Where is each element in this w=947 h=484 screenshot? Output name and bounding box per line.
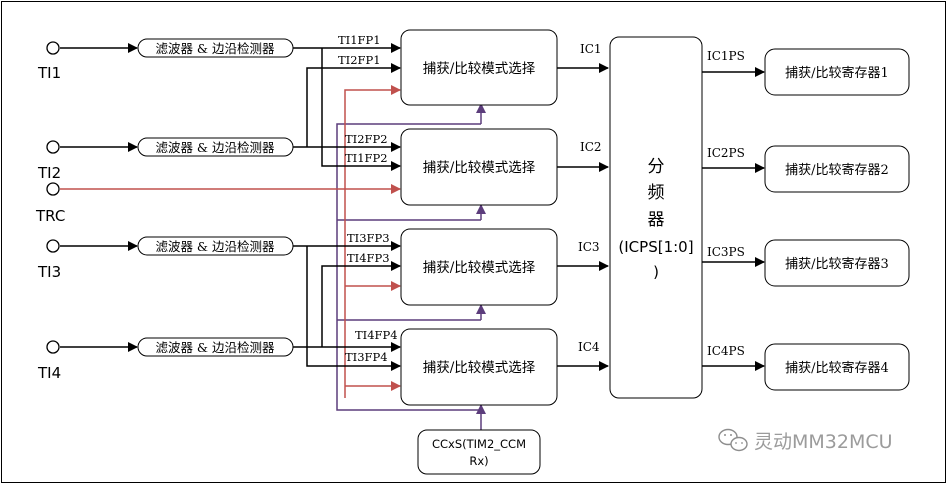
watermark-text: 灵动MM32MCU [754,431,893,453]
register-1-label: 捕获/比较寄存器1 [785,65,889,81]
ti3-label: TI3 [37,263,61,281]
capture-registers: 捕获/比较寄存器1 捕获/比较寄存器2 捕获/比较寄存器3 捕获/比较寄存器4 [764,48,910,391]
prescaler-char-1: 分 [648,157,665,177]
ti2fp2-label: TI2FP2 [345,132,388,146]
ti1fp2-label: TI1FP2 [345,151,388,165]
ti1-terminal [46,41,60,55]
ccxs-line-1: CCxS(TIM2_CCM [432,437,526,451]
capture-mode-2-label: 捕获/比较模式选择 [423,160,536,176]
filter-4-label: 滤波器 & 边沿检测器 [155,340,275,355]
ti4fp4-label: TI4FP4 [355,328,398,342]
filter-2-label: 滤波器 & 边沿检测器 [155,140,275,155]
prescaler-block: 分 频 器 (ICPS[1:0] ) [609,36,703,399]
prescaler-char-3: 器 [648,210,665,230]
ti3fp3-label: TI3FP3 [347,231,390,245]
ic-lines [557,63,609,371]
icps-lines [702,67,765,371]
capture-mode-1-label: 捕获/比较模式选择 [423,61,536,77]
ic2ps-label: IC2PS [707,146,745,160]
ti2-terminal [46,140,60,154]
ic2-label: IC2 [580,140,602,154]
prescaler-closing-paren: ) [653,263,659,281]
prescaler-icps-label: (ICPS[1:0] [618,238,693,256]
ic1ps-label: IC1PS [707,49,745,63]
ic3-label: IC3 [578,240,600,254]
ic3ps-label: IC3PS [707,245,745,259]
trc-label: TRC [35,207,65,225]
trc-lines [60,85,401,398]
ti4-label: TI4 [37,364,61,382]
ti3fp4-label: TI3FP4 [345,350,388,364]
trc-terminal [46,182,60,196]
ccxs-selection-lines [336,103,486,430]
ti1fp1-label: TI1FP1 [338,33,381,47]
ccxs-line-2: Rx) [469,454,488,468]
watermark: 灵动MM32MCU [718,428,893,453]
filter-blocks: 滤波器 & 边沿检测器 滤波器 & 边沿检测器 滤波器 & 边沿检测器 滤波器 … [137,38,294,357]
ic4-label: IC4 [578,340,600,354]
filter-3-label: 滤波器 & 边沿检测器 [155,239,275,254]
ti2-label: TI2 [37,164,61,182]
wechat-icon [718,428,748,452]
capture-mode-blocks: 捕获/比较模式选择 捕获/比较模式选择 捕获/比较模式选择 捕获/比较模式选择 [400,29,558,406]
ccxs-block: CCxS(TIM2_CCM Rx) [417,429,541,475]
ti3-terminal [46,239,60,253]
filter-1-label: 滤波器 & 边沿检测器 [155,41,275,56]
capture-mode-4-label: 捕获/比较模式选择 [423,360,536,376]
ic4ps-label: IC4PS [707,344,745,358]
register-4-label: 捕获/比较寄存器4 [785,360,889,376]
ti4-terminal [46,340,60,354]
ti4fp3-label: TI4FP3 [347,251,390,265]
ti1-label: TI1 [37,64,61,82]
input-terminals [46,41,60,354]
capture-mode-3-label: 捕获/比较模式选择 [423,260,536,276]
ti2fp1-label: TI2FP1 [338,53,381,67]
input-signal-lines [60,43,401,371]
prescaler-char-2: 频 [648,183,665,203]
ic1-label: IC1 [580,42,602,56]
register-2-label: 捕获/比较寄存器2 [785,162,889,178]
register-3-label: 捕获/比较寄存器3 [785,256,889,272]
